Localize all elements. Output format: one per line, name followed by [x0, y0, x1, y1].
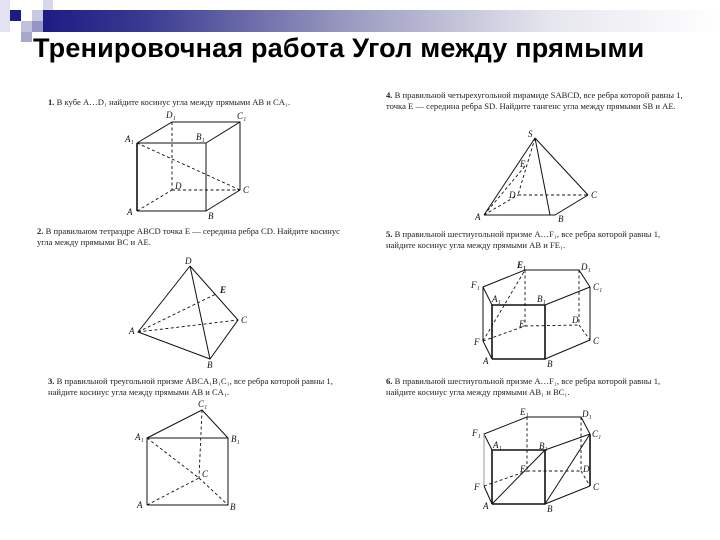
vertex-label: D₁: [580, 262, 591, 272]
vertex-label: A₁: [134, 432, 144, 442]
vertex-label: B: [208, 211, 214, 221]
problem-number: 1.: [48, 97, 55, 107]
vertex-label: E: [518, 319, 525, 329]
vertex-label: D: [508, 190, 516, 200]
figure-cube: A B C D A₁ B₁ C₁ D₁: [110, 105, 260, 221]
vertex-label: A: [474, 212, 481, 222]
vertex-label: C: [202, 469, 209, 479]
vertex-label: C: [243, 185, 250, 195]
figure-hexagonal-prism-2: A B C D E F A₁ B₁ C₁ D₁ E₁ F₁: [465, 400, 615, 520]
slide-title: Тренировочная работа Угол между прямыми: [33, 33, 645, 63]
vertex-label: E: [219, 285, 226, 295]
deco-square-mid: [32, 21, 43, 32]
vertex-label: D: [184, 256, 192, 266]
vertex-label: D: [174, 181, 182, 191]
problem-statement: В правильной треугольной призме ABCA₁B₁C…: [48, 376, 333, 397]
vertex-label: E₁: [516, 260, 526, 270]
problem-5-text: 5. В правильной шестиугольной призме A…F…: [386, 229, 691, 250]
vertex-label: E: [519, 159, 526, 169]
vertex-label: C: [593, 482, 600, 492]
problem-number: 3.: [48, 376, 55, 386]
vertex-label: B: [230, 502, 236, 512]
problem-4-text: 4. В правильной четырехугольной пирамиде…: [386, 90, 691, 111]
vertex-label: C: [593, 336, 600, 346]
figure-tetrahedron: D A B C E: [120, 252, 260, 370]
deco-square-light: [32, 10, 43, 21]
problem-statement: В правильной четырехугольной пирамиде SA…: [386, 90, 683, 111]
header-gradient-bar: [43, 10, 720, 32]
deco-square-light: [21, 0, 31, 10]
vertex-label: B₁: [196, 132, 205, 142]
vertex-label: F: [473, 337, 480, 347]
problem-number: 5.: [386, 229, 393, 239]
vertex-label: C₁: [198, 399, 207, 409]
vertex-label: C: [591, 190, 598, 200]
problem-statement: В правильной шестиугольной призме A…F₁, …: [386, 376, 661, 397]
vertex-label: B: [207, 360, 213, 370]
problem-6-text: 6. В правильной шестиугольной призме A…F…: [386, 376, 691, 397]
figure-triangular-prism: A B C A₁ B₁ C₁: [120, 395, 255, 515]
deco-square-mid: [21, 32, 32, 42]
vertex-label: B: [547, 504, 553, 514]
vertex-label: A₁: [491, 294, 501, 304]
vertex-label: B₁: [539, 441, 548, 451]
problem-number: 6.: [386, 376, 393, 386]
vertex-label: A₁: [124, 134, 134, 144]
deco-square-light: [43, 0, 53, 10]
vertex-label: A: [136, 500, 143, 510]
problem-number: 2.: [37, 226, 44, 236]
deco-square-dark: [10, 10, 21, 21]
vertex-label: B₁: [231, 434, 240, 444]
problem-statement: В кубе A…D₁ найдите косинус угла между п…: [56, 97, 291, 107]
vertex-label: S: [528, 129, 533, 139]
vertex-label: F₁: [471, 428, 481, 438]
vertex-label: A₁: [492, 440, 502, 450]
deco-square-mid: [21, 21, 32, 32]
vertex-label: B₁: [537, 294, 546, 304]
vertex-label: E₁: [519, 407, 529, 417]
problem-number: 4.: [386, 90, 393, 100]
problem-statement: В правильной шестиугольной призме A…F₁, …: [386, 229, 661, 250]
vertex-label: D₁: [581, 409, 592, 419]
deco-square-light: [0, 0, 10, 32]
vertex-label: A: [126, 207, 133, 217]
vertex-label: C: [241, 315, 248, 325]
figure-square-pyramid: S A B C D E: [460, 125, 610, 225]
vertex-label: B: [558, 214, 564, 224]
vertex-label: D: [571, 315, 579, 325]
vertex-label: F₁: [470, 280, 480, 290]
vertex-label: A: [482, 501, 489, 511]
vertex-label: A: [482, 356, 489, 366]
vertex-label: A: [128, 326, 135, 336]
vertex-label: C₁: [237, 111, 246, 121]
vertex-label: C₁: [593, 282, 602, 292]
problem-1-text: 1. В кубе A…D₁ найдите косинус угла межд…: [48, 97, 348, 108]
problem-2-text: 2. В правильном тетраэдре ABCD точка E —…: [37, 226, 347, 247]
vertex-label: E: [519, 464, 526, 474]
vertex-label: D₁: [165, 110, 176, 120]
vertex-label: F: [473, 482, 480, 492]
figure-hexagonal-prism-1: A B C D E F A₁ B₁ C₁ D₁ E₁ F₁: [465, 255, 610, 370]
problem-3-text: 3. В правильной треугольной призме ABCA₁…: [48, 376, 348, 397]
vertex-label: D: [582, 464, 590, 474]
problem-statement: В правильном тетраэдре ABCD точка E — се…: [37, 226, 340, 247]
vertex-label: B: [547, 359, 553, 369]
vertex-label: C₁: [592, 429, 601, 439]
